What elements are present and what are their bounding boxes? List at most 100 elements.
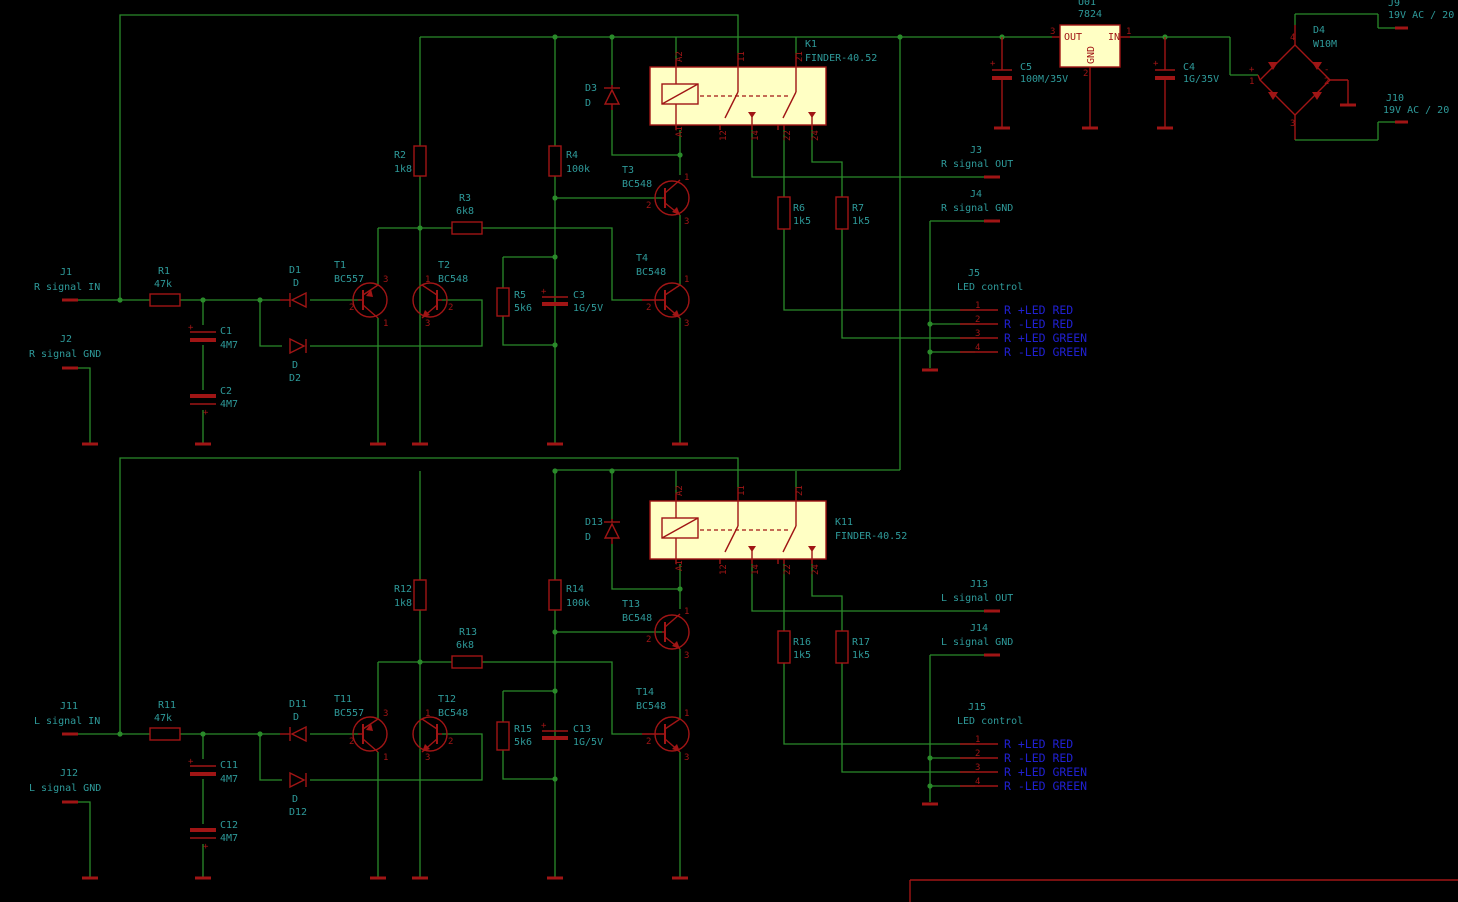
led-net-label: R +LED RED bbox=[1004, 737, 1073, 751]
c3-value: 1G/5V bbox=[573, 303, 603, 314]
d1-value: D bbox=[293, 278, 299, 289]
relay-value: FINDER-40.52 bbox=[805, 53, 877, 64]
r3-ref: R13 bbox=[459, 627, 477, 638]
r1-value: 47k bbox=[154, 713, 172, 724]
relay-value: FINDER-40.52 bbox=[835, 531, 907, 542]
relay-pin: 12 bbox=[719, 564, 729, 575]
relay-pin: A1 bbox=[675, 126, 685, 137]
svg-text:1: 1 bbox=[1249, 77, 1254, 87]
d-flyback-value: D bbox=[585, 532, 591, 543]
j-in-ref: J11 bbox=[60, 701, 78, 712]
t3-pin-b: 2 bbox=[646, 201, 651, 211]
j-in-value: R signal IN bbox=[34, 282, 100, 293]
j10-value: 19V AC / 20 bbox=[1383, 105, 1449, 116]
r6-value: 1k5 bbox=[793, 650, 811, 661]
transistor-t2 bbox=[412, 282, 448, 319]
j-led-value: LED control bbox=[957, 282, 1023, 293]
r5-ref: R15 bbox=[514, 724, 532, 735]
r5-ref: R5 bbox=[514, 290, 526, 301]
regulator-pin1: 1 bbox=[1126, 27, 1131, 37]
c3-value: 1G/5V bbox=[573, 737, 603, 748]
led-pin-number: 3 bbox=[975, 763, 980, 773]
svg-text:+: + bbox=[188, 323, 194, 333]
t4-ref: T4 bbox=[636, 253, 648, 264]
t1-ref: T1 bbox=[334, 260, 346, 271]
svg-text:+: + bbox=[541, 721, 547, 731]
j-in-ref: J1 bbox=[60, 267, 72, 278]
r4-value: 100k bbox=[566, 164, 590, 175]
relay-ref: K1 bbox=[805, 39, 817, 50]
transistor-t3 bbox=[654, 179, 690, 216]
t4-value: BC548 bbox=[636, 701, 666, 712]
c1-ref: C1 bbox=[220, 326, 232, 337]
c4-value: 1G/35V bbox=[1183, 74, 1219, 85]
relay-pin: 21 bbox=[795, 51, 805, 62]
t3-ref: T13 bbox=[622, 599, 640, 610]
d2-ref: D12 bbox=[289, 807, 307, 818]
t3-pin-e: 3 bbox=[684, 651, 689, 661]
c2-ref: C2 bbox=[220, 386, 232, 397]
t2-pin-b: 2 bbox=[448, 737, 453, 747]
transistor-t1 bbox=[352, 716, 388, 753]
c1-ref: C11 bbox=[220, 760, 238, 771]
led-pin-number: 4 bbox=[975, 777, 980, 787]
led-pin-number: 2 bbox=[975, 749, 980, 759]
t1-pin-c: 1 bbox=[383, 753, 388, 763]
t2-value: BC548 bbox=[438, 274, 468, 285]
led-net-label: R -LED RED bbox=[1004, 751, 1073, 765]
r2-ref: R2 bbox=[394, 150, 406, 161]
led-net-label: R -LED RED bbox=[1004, 317, 1073, 331]
j9-ref: J9 bbox=[1388, 0, 1400, 9]
regulator-value: 7824 bbox=[1078, 9, 1102, 20]
r7-ref: R7 bbox=[852, 203, 864, 214]
t1-value: BC557 bbox=[334, 274, 364, 285]
svg-text:+: + bbox=[203, 842, 209, 852]
led-net-label: R -LED GREEN bbox=[1004, 779, 1087, 793]
r3-value: 6k8 bbox=[456, 206, 474, 217]
c2-value: 4M7 bbox=[220, 399, 238, 410]
j-gnd-in-value: R signal GND bbox=[29, 349, 101, 360]
svg-text:+: + bbox=[1153, 59, 1159, 69]
t1-pin-c: 1 bbox=[383, 319, 388, 329]
t2-pin-b: 2 bbox=[448, 303, 453, 313]
c5-ref: C5 bbox=[1020, 62, 1032, 73]
d2-value: D bbox=[292, 360, 298, 371]
relay-pin: 24 bbox=[811, 130, 821, 141]
j-led-ref: J15 bbox=[968, 702, 986, 713]
svg-text:-: - bbox=[1324, 65, 1329, 75]
regulator-pin2: 2 bbox=[1083, 69, 1088, 79]
svg-text:3: 3 bbox=[1290, 119, 1295, 129]
j-out-value: R signal OUT bbox=[941, 159, 1013, 170]
r2-ref: R12 bbox=[394, 584, 412, 595]
t1-pin-b: 2 bbox=[349, 303, 354, 313]
d1-value: D bbox=[293, 712, 299, 723]
r1-ref: R11 bbox=[158, 700, 176, 711]
svg-text:2: 2 bbox=[1324, 77, 1329, 87]
t2-pin-c: 1 bbox=[425, 709, 430, 719]
t3-pin-c: 1 bbox=[684, 607, 689, 617]
svg-text:+: + bbox=[203, 408, 209, 418]
j-led-ref: J5 bbox=[968, 268, 980, 279]
t1-pin-e: 3 bbox=[383, 275, 388, 285]
t4-value: BC548 bbox=[636, 267, 666, 278]
transistor-t3 bbox=[654, 613, 690, 650]
d1-ref: D1 bbox=[289, 265, 301, 276]
relay-pin: A1 bbox=[675, 560, 685, 571]
r1-ref: R1 bbox=[158, 266, 170, 277]
t4-pin-c: 1 bbox=[684, 275, 689, 285]
r3-ref: R3 bbox=[459, 193, 471, 204]
j-in-value: L signal IN bbox=[34, 716, 100, 727]
relay-pin: 14 bbox=[751, 130, 761, 141]
transistor-t2 bbox=[412, 716, 448, 753]
d1-ref: D11 bbox=[289, 699, 307, 710]
c1-value: 4M7 bbox=[220, 774, 238, 785]
t1-ref: T11 bbox=[334, 694, 352, 705]
transistor-t1 bbox=[352, 282, 388, 319]
d2-value: D bbox=[292, 794, 298, 805]
c4-ref: C4 bbox=[1183, 62, 1195, 73]
led-pin-number: 4 bbox=[975, 343, 980, 353]
c2-value: 4M7 bbox=[220, 833, 238, 844]
relay-pin: 14 bbox=[751, 564, 761, 575]
